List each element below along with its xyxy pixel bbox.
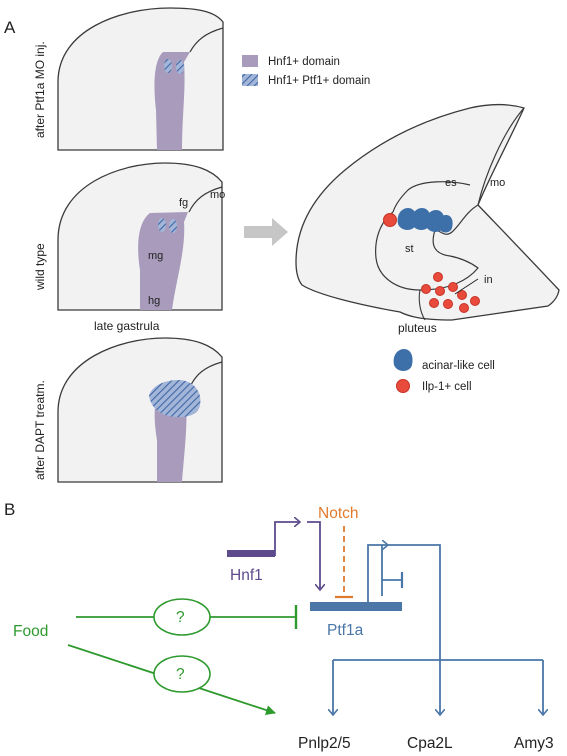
legend-ilp: Ilp-1+ cell — [422, 381, 472, 393]
target-cpa2l: Cpa2L — [407, 735, 453, 752]
ptf1-spot — [158, 218, 166, 232]
unknown-factor-1 — [153, 598, 211, 636]
unknown-factor-2 — [153, 655, 211, 693]
legend-domains: Hnf1+ domain Hnf1+ Ptf1+ domain — [242, 55, 370, 87]
label-mo-pluteus: mo — [490, 177, 505, 189]
label-mg: mg — [148, 250, 163, 262]
label-hg: hg — [148, 295, 160, 307]
ilp-cell — [448, 282, 458, 292]
label-es: es — [445, 177, 457, 189]
legend-swatch-hnf1-ptf1 — [242, 74, 258, 86]
target-genes: Pnlp2/5 Cpa2L Amy3 — [298, 659, 554, 752]
legend-ilp-icon — [396, 379, 410, 393]
ilp-cell — [459, 303, 469, 313]
label-fg: fg — [179, 197, 188, 209]
legend-hnf1: Hnf1+ domain — [268, 56, 340, 68]
ilp-cell — [421, 284, 431, 294]
unknown-label-1: ? — [176, 609, 185, 626]
label-mo: mo — [210, 189, 225, 201]
hnf1-label: Hnf1 — [230, 567, 263, 584]
embryo-dapt — [57, 337, 223, 483]
side-label-wild-type: wild type — [33, 243, 47, 291]
caption-pluteus: pluteus — [398, 321, 437, 335]
ptf1-spot — [169, 219, 177, 233]
legend-acinar-icon — [393, 349, 413, 371]
panel-a-letter: A — [4, 18, 16, 37]
hnf1-gene: Hnf1 — [227, 522, 320, 590]
caption-late-gastrula: late gastrula — [94, 319, 160, 333]
ilp-cell — [443, 299, 453, 309]
ilp-cell — [470, 296, 480, 306]
development-arrow — [244, 218, 288, 246]
ptf1-domain-expanded — [149, 380, 201, 418]
pluteus-larva: es mo st in — [295, 103, 560, 321]
label-in: in — [484, 274, 493, 286]
legend-hnf1-ptf1: Hnf1+ Ptf1+ domain — [268, 75, 370, 87]
ilp-cell — [457, 290, 467, 300]
side-label-dapt: after DAPT treatm. — [33, 380, 47, 480]
ilp-cell — [383, 213, 397, 227]
legend-cells: acinar-like cell Ilp-1+ cell — [393, 349, 495, 393]
target-pnlp: Pnlp2/5 — [298, 735, 351, 752]
ilp-cell — [429, 298, 439, 308]
food-label: Food — [13, 623, 48, 640]
unknown-label-2: ? — [176, 666, 185, 683]
hnf1-domain — [138, 212, 188, 310]
acinar-cell — [397, 208, 417, 230]
ptf1-spot — [164, 59, 172, 73]
embryo-wild-type: fg mo mg hg — [57, 162, 225, 311]
legend-swatch-hnf1 — [242, 55, 258, 67]
embryo-ptf1a-mo — [57, 7, 224, 151]
hnf1-activation-arrow — [307, 521, 320, 590]
food-regulation: Food ? ? — [13, 598, 298, 715]
notch-label: Notch — [318, 505, 359, 522]
ptf1a-bar — [310, 602, 402, 611]
pointer-line — [454, 278, 479, 295]
ptf1a-label: Ptf1a — [327, 622, 364, 639]
side-label-ptf1a-mo: after Ptf1a MO inj. — [33, 41, 47, 138]
hnf1-bar — [227, 550, 275, 557]
legend-acinar: acinar-like cell — [422, 360, 495, 372]
notch-signal: Notch — [318, 505, 359, 599]
ilp-cell — [435, 286, 445, 296]
acinar-cell — [438, 215, 453, 233]
panel-b-letter: B — [4, 500, 15, 519]
ptf1-spot — [176, 60, 184, 74]
target-amy3: Amy3 — [514, 735, 554, 752]
label-st: st — [405, 243, 414, 255]
ilp-cell — [433, 272, 443, 282]
ptf1a-gene: Ptf1a — [310, 545, 441, 660]
hnf1-domain — [154, 52, 190, 150]
